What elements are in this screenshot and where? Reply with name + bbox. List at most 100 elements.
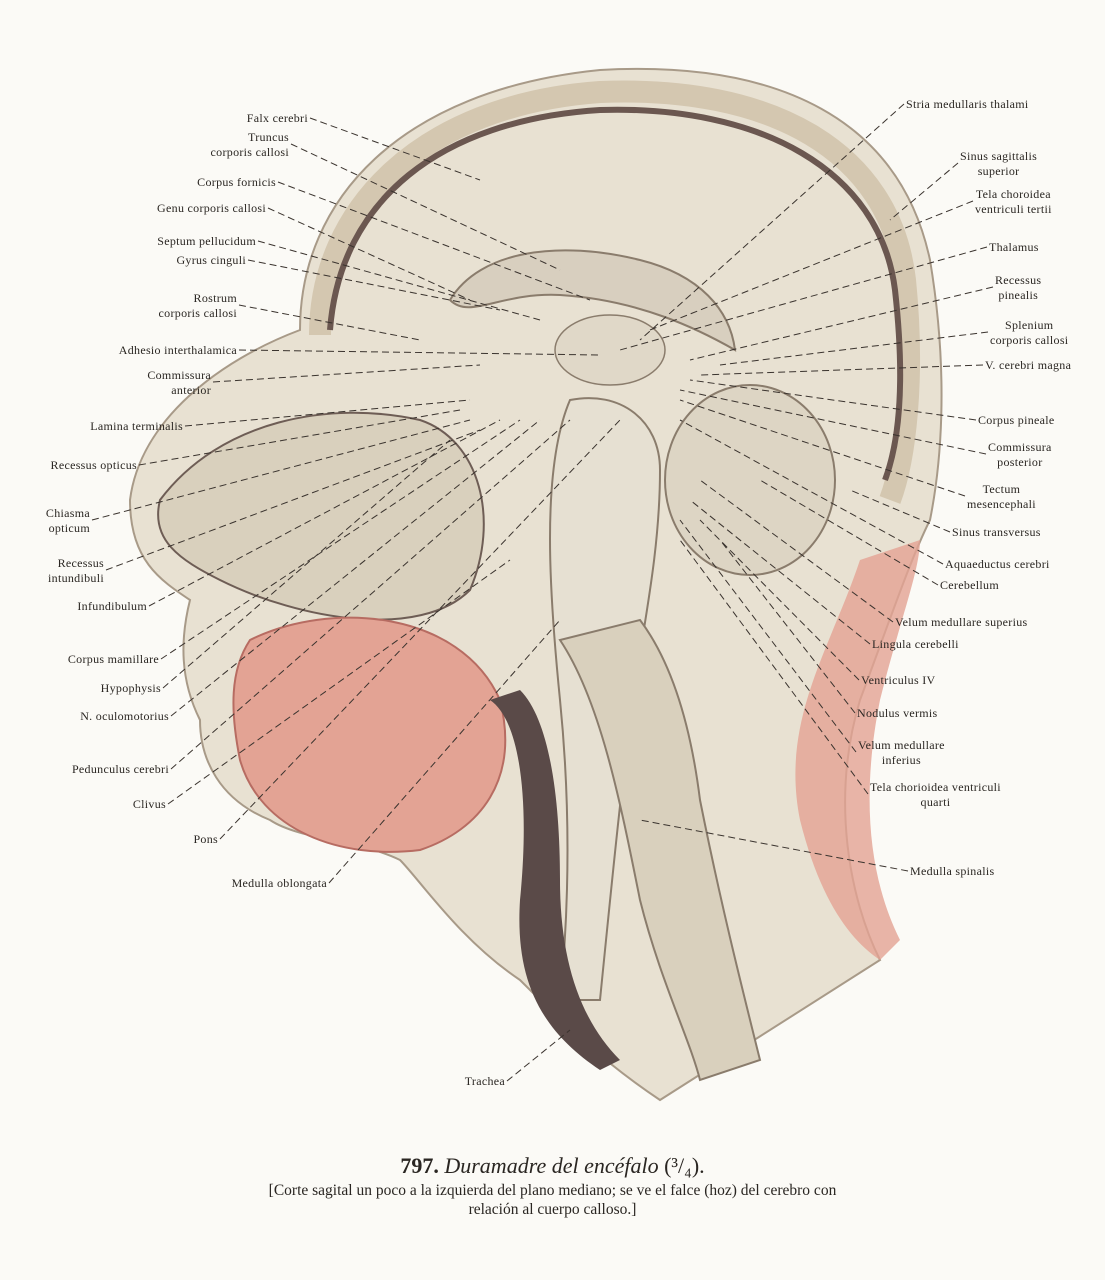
leader-line (649, 200, 974, 331)
label-nodulus-vermis: Nodulus vermis (857, 706, 938, 720)
leader-line (328, 619, 561, 884)
label-gyrus-cinguli: Gyrus cinguli (176, 253, 246, 267)
label-recessus-opticus: Recessus opticus (50, 458, 137, 472)
leader-line (162, 439, 451, 689)
label-thalamus: Thalamus (989, 240, 1039, 254)
leader-line (699, 479, 894, 623)
leader-line (679, 389, 987, 455)
leader-line (699, 364, 984, 376)
leader-line (719, 331, 989, 366)
leader-line (506, 1029, 571, 1082)
label-aquaeductus-cerebri: Aquaeductus cerebri (945, 557, 1050, 571)
label-ventriculus-iv: Ventriculus IV (861, 673, 936, 687)
leader-line (160, 419, 521, 660)
figure-number: 797. (400, 1153, 439, 1178)
label-pedunculus-cerebri: Pedunculus cerebri (71, 762, 169, 776)
label-corpus-mamillare: Corpus mamillare (67, 652, 159, 666)
figure-description: [Corte sagital un poco a la izquierda de… (268, 1182, 837, 1218)
label-lingula-cerebelli: Lingula cerebelli (872, 637, 959, 651)
leader-line (170, 419, 571, 770)
tongue-muscle (232, 616, 507, 853)
label-medulla-spinalis: Medulla spinalis (910, 864, 995, 878)
leader-line (689, 499, 871, 645)
leader-line (238, 304, 421, 341)
nasal-cavity (157, 411, 485, 621)
leader-line (679, 419, 944, 565)
spinal-column (558, 618, 762, 1082)
leader-line (759, 479, 939, 586)
label-v-cerebri-magna: V. cerebri magna (985, 358, 1072, 372)
leader-line (257, 240, 541, 321)
thalamus (554, 314, 666, 386)
label-pons: Pons (193, 832, 218, 846)
leader-line (212, 364, 481, 383)
leader-line (105, 429, 481, 571)
label-velum-medullare-superius: Velum medullare superius (895, 615, 1028, 629)
leader-line (309, 117, 481, 181)
label-falx-cerebri: Falx cerebri (246, 111, 308, 125)
label-sinus-transversus: Sinus transversus (952, 525, 1041, 539)
label-hypophysis: Hypophysis (100, 681, 161, 695)
label-clivus: Clivus (132, 797, 166, 811)
leader-line (247, 259, 501, 311)
pharynx (490, 690, 620, 1070)
falx-cerebri (327, 106, 904, 482)
leader-line (238, 349, 601, 356)
leader-line (267, 207, 471, 301)
label-adhesio-interthalamica: Adhesio interthalamica (118, 343, 237, 357)
leader-line (184, 399, 471, 427)
figure-caption: 797. Duramadre del encéfalo (³/₄). [Cort… (0, 1153, 1105, 1219)
figure-scale: (³/₄). (664, 1153, 705, 1178)
leader-line (689, 286, 994, 361)
leader-line (290, 143, 561, 271)
leader-line (167, 559, 511, 805)
leader-line (639, 819, 909, 872)
cerebellum (664, 384, 836, 576)
label-infundibulum: Infundibulum (77, 599, 147, 613)
figure-title: Duramadre del encéfalo (444, 1153, 659, 1178)
leader-line (639, 103, 905, 341)
leader-line (277, 181, 591, 301)
label-lamina-terminalis: Lamina terminalis (90, 419, 183, 433)
leader-line (170, 419, 541, 717)
leader-line (679, 519, 857, 753)
leader-line (91, 419, 471, 521)
label-corpus-fornicis: Corpus fornicis (197, 175, 276, 189)
label-genu-corporis-callosi: Genu corporis callosi (157, 201, 266, 215)
leader-line (679, 539, 869, 795)
leader-line (689, 379, 977, 421)
leader-lines (91, 103, 994, 1082)
leader-line (148, 419, 501, 607)
caption-title: 797. Duramadre del encéfalo (³/₄). (0, 1153, 1105, 1179)
head-section (128, 68, 943, 1102)
label-n-oculomotorius: N. oculomotorius (80, 709, 169, 723)
skull-bone (309, 80, 921, 504)
leader-line (889, 162, 959, 221)
label-stria-medullaris-thalami: Stria medullaris thalami (906, 97, 1029, 111)
label-medulla-oblongata: Medulla oblongata (231, 876, 327, 890)
leader-line (849, 489, 951, 533)
label-septum-pellucidum: Septum pellucidum (157, 234, 256, 248)
leader-line (679, 399, 966, 497)
leader-line (619, 246, 988, 351)
leader-line (699, 519, 860, 681)
leader-line (219, 419, 621, 840)
label-corpus-pineale: Corpus pineale (978, 413, 1055, 427)
label-cerebellum: Cerebellum (940, 578, 999, 592)
leader-line (719, 539, 856, 714)
